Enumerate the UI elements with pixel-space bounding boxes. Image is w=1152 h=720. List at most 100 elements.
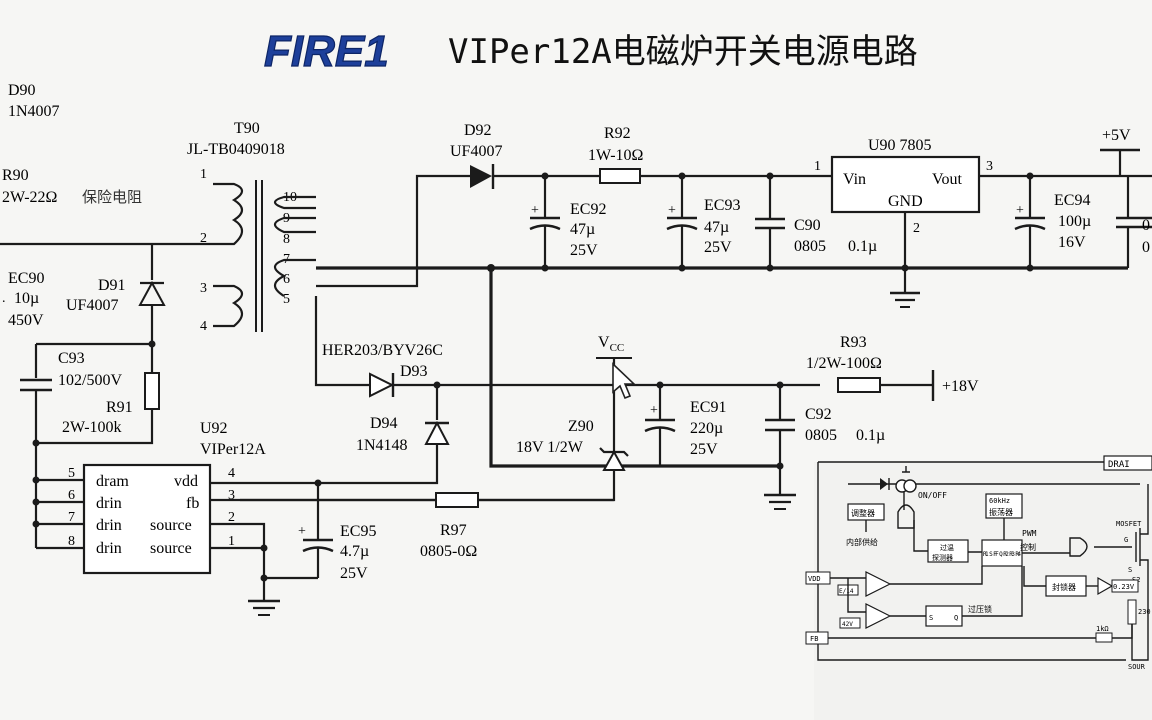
inset-ref-42v: 42V: [842, 621, 853, 628]
u90-pin1: 1: [814, 159, 821, 174]
inset-source: S: [1128, 566, 1132, 574]
ec91-cap: 220µ: [690, 420, 723, 437]
inset-control: 控制: [1020, 542, 1036, 552]
t90-pin5: 5: [283, 292, 290, 307]
wire-z90-down: [240, 470, 616, 502]
r93-resistor: [837, 377, 881, 393]
ec93-ref: EC93: [704, 197, 740, 214]
u92-pin7: 7: [68, 510, 75, 525]
d92-part: UF4007: [450, 143, 502, 160]
svg-text:+: +: [1016, 203, 1024, 218]
wire-u92-source: [210, 522, 266, 600]
u92-pin4: 4: [228, 466, 235, 481]
c90-cap: 0.1µ: [848, 238, 877, 255]
cut-label: 0: [1142, 217, 1150, 234]
u92-pin8: 8: [68, 534, 75, 549]
inset-onoff: ON/OFF: [918, 491, 947, 500]
junction: [656, 381, 664, 389]
junction: [901, 264, 909, 272]
svg-text:+: +: [531, 203, 539, 218]
ec94-cap: 100µ: [1058, 213, 1091, 230]
ec95-capacitor: +: [298, 483, 334, 578]
inset-res-230: 230: [1138, 608, 1151, 616]
junction: [32, 498, 40, 506]
logo: FIRE1: [264, 27, 389, 76]
inset-mosfet: MOSFET: [1116, 520, 1142, 528]
wire-d92-feed: [316, 174, 470, 288]
junction: [776, 381, 784, 389]
ec95-cap: 4.7µ: [340, 543, 369, 560]
ec93-volt: 25V: [704, 239, 732, 256]
inset-overvolt: 过压锁: [968, 604, 992, 614]
junction: [678, 172, 686, 180]
c92-capacitor: [765, 385, 795, 494]
inset-latch-q: Q: [954, 614, 958, 622]
junction: [541, 264, 549, 272]
inset-latch-s: S: [929, 614, 933, 622]
u92-name-drin: drin: [96, 517, 122, 534]
z90-value: 18V 1/2W: [516, 439, 584, 456]
d92-ref: D92: [464, 122, 492, 139]
ec90-cap: 10µ: [14, 290, 39, 307]
t90-pin3: 3: [200, 281, 207, 296]
c93-value: 102/500V: [58, 372, 122, 389]
junction: [260, 544, 268, 552]
wire-d94-down: [240, 444, 439, 485]
u92-name-drin: drin: [96, 495, 122, 512]
ec91-capacitor: +: [644, 385, 676, 466]
d94-part: 1N4148: [356, 437, 408, 454]
ec94-volt: 16V: [1058, 234, 1086, 251]
wire-u92-left: [36, 478, 84, 550]
d94-diode: [424, 420, 450, 445]
junction: [32, 520, 40, 528]
d93-ref: D93: [400, 363, 428, 380]
u92-ref: U92: [200, 420, 228, 437]
ec92-ref: EC92: [570, 201, 606, 218]
ec95-volt: 25V: [340, 565, 368, 582]
u92-name-fb: fb: [186, 495, 199, 512]
page-title: VIPer12A电磁炉开关电源电路: [448, 32, 918, 72]
r91-value: 2W-100k: [62, 419, 122, 436]
r90-note: 保险电阻: [82, 188, 142, 206]
r93-value: 1/2W-100Ω: [806, 355, 882, 372]
ec91-ref: EC91: [690, 399, 726, 416]
mouse-cursor-icon: [612, 362, 636, 400]
ec94-capacitor: +: [1014, 176, 1046, 268]
svg-text:+: +: [298, 524, 306, 539]
inset-block-diagram: DRAI ON/OFF 调整器 内部供给 60kHz 振荡器 R1 S FF Q…: [805, 455, 1152, 720]
t90-pin4: 4: [200, 319, 207, 334]
ground-symbol: [890, 291, 920, 308]
inset-regulator: 调整器: [851, 508, 875, 518]
wire-r91-bottom: [36, 409, 154, 445]
c92-ref: C92: [805, 406, 832, 423]
r97-ref: R97: [440, 522, 467, 539]
ec92-volt: 25V: [570, 242, 598, 259]
u92-part: VIPer12A: [200, 441, 266, 458]
u90-regulator: [830, 155, 981, 214]
svg-text:+: +: [650, 403, 658, 418]
d93-diode: [369, 372, 395, 398]
z90-ref: Z90: [568, 418, 594, 435]
inset-latch: R1 S FF Q R2 R3 R4: [983, 551, 1021, 558]
ec95-ref: EC95: [340, 523, 376, 540]
inset-osc-freq: 60kHz: [989, 497, 1010, 505]
u92-name-vdd: vdd: [174, 473, 198, 490]
inset-internal-supply: 内部供给: [846, 537, 878, 547]
inset-ref-e14: E/14: [839, 588, 854, 595]
ground-bus-vertical: [489, 268, 780, 468]
c90-capacitor: [755, 176, 785, 268]
ec90-ref: EC90: [8, 270, 44, 287]
c90-pkg: 0805: [794, 238, 826, 255]
u92-name-drin: drin: [96, 540, 122, 557]
r97-resistor: [435, 492, 479, 508]
u92-pin3: 3: [228, 488, 235, 503]
inset-gate: G: [1124, 536, 1128, 544]
u92-name-source: source: [150, 517, 192, 534]
junction: [1026, 172, 1034, 180]
junction: [148, 340, 156, 348]
junction: [32, 439, 40, 447]
u92-pin6: 6: [68, 488, 75, 503]
junction: [766, 264, 774, 272]
d90-part: 1N4007: [8, 103, 60, 120]
